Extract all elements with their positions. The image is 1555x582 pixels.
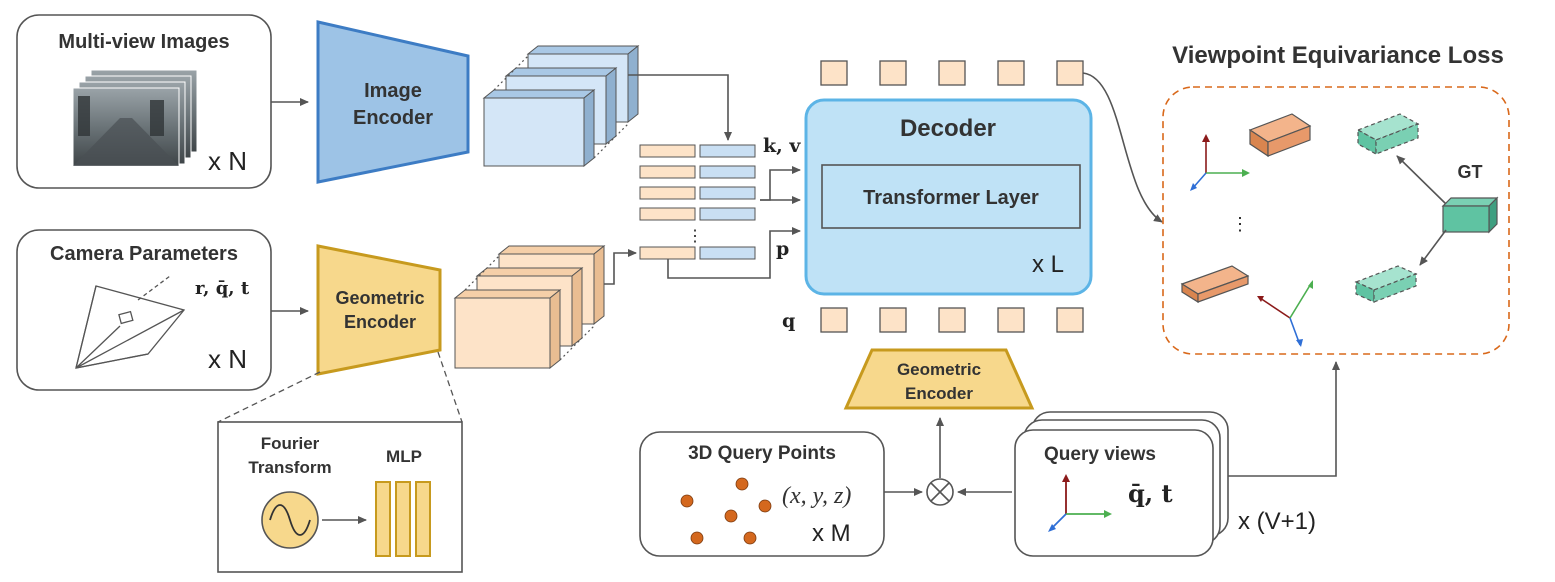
kv-token-column: ⋮ [639,144,756,260]
query-views-label: Query views [1044,444,1156,465]
q-label: q [782,310,795,332]
query-points-box: 3D Query Points (x, y, z) x M [639,431,885,557]
fourier-label-line1: Fourier [261,434,320,453]
decoder: Decoder Transformer Layer x L [804,98,1093,296]
gt-box-icon [1441,196,1499,234]
image-stack [72,69,198,167]
axes-icon [1048,474,1112,532]
image-encoder: Image Encoder [316,20,470,184]
query-point-dots [680,477,772,545]
query-views-stack: Query views q̄, t [1014,411,1229,557]
transformer-layer-box [821,164,1081,229]
output-query-tokens [820,60,1084,86]
p-label: p [776,238,789,260]
more-views-ellipsis: ⋮ [1231,214,1249,234]
geometric-encoder-line1: Geometric [335,288,424,308]
fourier-label-line2: Transform [248,458,331,477]
camera-count: x N [208,344,247,374]
decoder-title: Decoder [900,115,996,142]
kv-label: k, v [763,135,801,157]
loss-panel: GT ⋮ [1162,86,1510,355]
projected-gt-box-icon [1356,113,1420,156]
arrow-image-features-to-tokens [628,74,732,141]
image-encoder-line2: Encoder [353,107,433,129]
query-geo-encoder-line1: Geometric [897,360,981,379]
multiview-images-label: Multi-view Images [58,31,229,53]
transformer-layer-label: Transformer Layer [863,187,1039,209]
outer-product-operator [926,478,954,506]
input-query-tokens [820,307,1084,333]
query-geo-encoder-line2: Encoder [905,384,973,403]
axes-icon [1257,280,1313,347]
geometric-encoder: Geometric Encoder [316,244,442,376]
camera-parameters-label: Camera Parameters [50,243,238,265]
axes-icon [1190,134,1250,191]
image-feature-stack [482,44,640,168]
query-points-count: x M [812,520,851,547]
arrow-k-to-decoder [760,166,801,201]
query-points-label: 3D Query Points [688,443,836,464]
projected-gt-box-icon [1354,265,1418,303]
svg-text:⋮: ⋮ [687,228,703,245]
mlp-layers-icon [375,481,431,557]
query-geometric-encoder: Geometric Encoder [843,348,1035,410]
geometric-feature-stack [453,244,606,370]
arrow-views-to-loss [1228,361,1340,477]
camera-math: r, q̄, t [195,278,250,299]
camera-parameters-box: Camera Parameters r, q̄, t x N [16,229,272,391]
camera-frustum-icon [75,275,186,369]
gt-label: GT [1458,162,1483,182]
sine-wave-icon [261,491,319,549]
query-views-count: x (V+1) [1238,508,1316,535]
image-encoder-line1: Image [364,80,422,102]
geometric-encoder-line2: Encoder [344,312,416,332]
loss-title: Viewpoint Equivariance Loss [1172,42,1504,69]
geometric-encoder-detail: Fourier Transform MLP [217,421,463,573]
arrow-p-to-decoder [667,227,801,279]
mlp-label: MLP [386,447,422,466]
arrow-decoder-to-loss [1082,72,1163,223]
query-views-math: q̄, t [1128,479,1173,508]
arrow-geo-features-to-tokens [604,249,637,285]
predicted-box-icon [1248,113,1312,158]
query-points-math: (x, y, z) [782,483,851,509]
multiview-images-box: Multi-view Images x N [16,14,272,189]
predicted-box-icon [1180,265,1250,304]
decoder-repeat-count: x L [1032,251,1064,278]
multiview-count: x N [208,146,247,176]
